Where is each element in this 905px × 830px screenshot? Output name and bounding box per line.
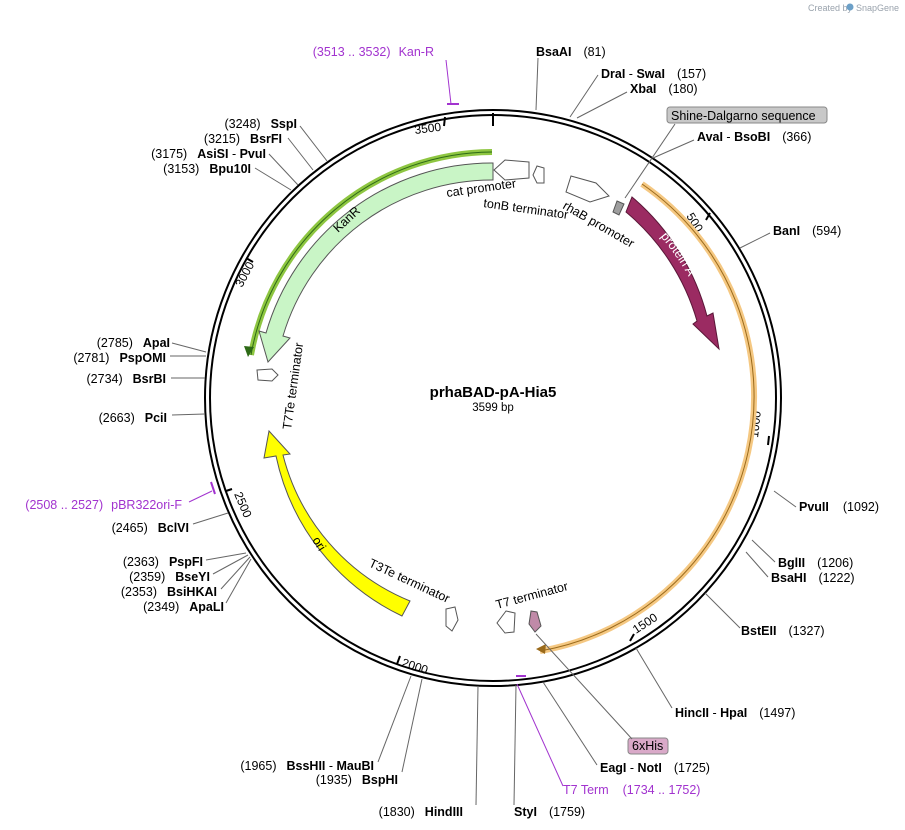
kanr-arrow: [258, 162, 494, 363]
kanr-band-line: [250, 151, 493, 356]
shine-dalgarno-leader: [624, 123, 676, 199]
tonb-terminator-label: tonB terminator: [483, 196, 570, 222]
his-tag-label: 6xHis: [632, 739, 663, 753]
snapgene-logo: Created by SnapGene: [808, 3, 899, 13]
ori-label: ori: [309, 534, 328, 553]
site-label: (2663)PciI: [99, 411, 167, 425]
his-tag-leader: [535, 633, 633, 740]
site-label: (3153)Bpu10I: [163, 162, 251, 176]
site-label: BanI(594): [773, 224, 841, 238]
site-label: PvuII(1092): [799, 500, 879, 514]
primer-kanr-leader: [445, 59, 452, 105]
primer-label-kanr: (3513 .. 3532)Kan-R: [313, 45, 434, 59]
shine-dalgarno-label: Shine-Dalgarno sequence: [671, 109, 816, 123]
primer-pbr322-leader: [188, 490, 213, 503]
site-label: (2363)PspFI: [123, 555, 203, 569]
kanr-band-arrowhead: [244, 346, 254, 357]
ori-arrow: [263, 429, 411, 617]
primer-pbr322-mark: [210, 481, 216, 495]
site-label: XbaI(180): [630, 82, 698, 96]
t7te-terminator-arrow: [256, 368, 279, 382]
snapgene-brand-text: SnapGene: [856, 3, 899, 13]
t7te-terminator-label: T7Te terminator: [280, 342, 306, 431]
backbone-outer: [204, 109, 782, 687]
plasmid-name: prhaBAD-pA-Hia5: [430, 384, 557, 401]
primer-t7term-leader: [516, 683, 564, 787]
tick-3000: [245, 257, 254, 263]
tick-2500: [225, 488, 233, 492]
tick-label-2000: 2000: [400, 656, 430, 678]
protein-a-band: [539, 181, 758, 654]
site-label: AvaI - BsoBI(366): [697, 130, 811, 144]
site-label: (1935)BspHI: [316, 773, 398, 787]
primer-label-t7term: T7 Term(1734 .. 1752): [563, 783, 700, 797]
rhab-promoter-label: rhaB promoter: [561, 198, 637, 250]
site-label: DraI - SwaI(157): [601, 67, 706, 81]
created-by-text: Created by: [808, 3, 853, 13]
site-label: BstEII(1327): [741, 624, 825, 638]
site-leaders: [170, 57, 797, 806]
tick-500: [705, 212, 711, 221]
t7-terminator-label: T7 terminator: [494, 579, 569, 612]
shine-dalgarno-box: [666, 106, 828, 124]
primer-label-pbr322ori: (2508 .. 2527)pBR322ori-F: [25, 498, 182, 512]
snapgene-icon: [846, 3, 854, 11]
tick-label-3500: 3500: [414, 120, 443, 137]
site-label: (3215)BsrFI: [204, 132, 282, 146]
site-label: EagI - NotI(1725): [600, 761, 710, 775]
site-label: BsaHI(1222): [771, 571, 855, 585]
protein-a-arrow: [625, 196, 720, 351]
tick-1500: [629, 633, 635, 642]
tick-3500: [443, 116, 446, 127]
site-label: (2349)ApaLI: [143, 600, 224, 614]
protein-a-band-arrowhead: [536, 644, 546, 654]
site-label: BglII(1206): [778, 556, 853, 570]
site-label: (2785)ApaI: [97, 336, 170, 350]
tick-2000: [396, 655, 401, 665]
site-label: (3248)SspI: [224, 117, 297, 131]
tick-1000: [767, 435, 770, 446]
tonb-terminator-arrow: [532, 165, 545, 184]
cat-promoter-arrow: [493, 159, 530, 181]
his-tag-arrow: [528, 610, 542, 633]
site-label: (2781)PspOMI: [73, 351, 166, 365]
site-label: (1830)HindIII: [379, 805, 463, 819]
site-label: (2353)BsiHKAI: [121, 585, 217, 599]
site-label: (2734)BsrBI: [87, 372, 166, 386]
site-label: (2465)BclVI: [112, 521, 189, 535]
site-label: (1965)BssHII - MauBI: [240, 759, 374, 773]
plasmid-length: 3599 bp: [472, 402, 514, 414]
tick-label-3000: 3000: [232, 259, 257, 289]
site-labels: BsaAI(81) DraI - SwaI(157) XbaI(180) Ava…: [73, 45, 879, 819]
site-label: StyI(1759): [514, 805, 585, 819]
site-label: BsaAI(81): [536, 45, 606, 59]
site-label: (2359)BseYI: [129, 570, 210, 584]
t7-terminator-arrow: [496, 610, 516, 634]
shine-dalgarno-mark: [612, 200, 625, 216]
his-tag-box: [627, 737, 669, 755]
protein-a-band-line: [539, 183, 755, 652]
site-label: HincII - HpaI(1497): [675, 706, 795, 720]
t3te-terminator-arrow: [445, 606, 459, 632]
rhab-promoter-arrow: [565, 175, 610, 203]
site-label: (3175)AsiSI - PvuI: [151, 147, 266, 161]
